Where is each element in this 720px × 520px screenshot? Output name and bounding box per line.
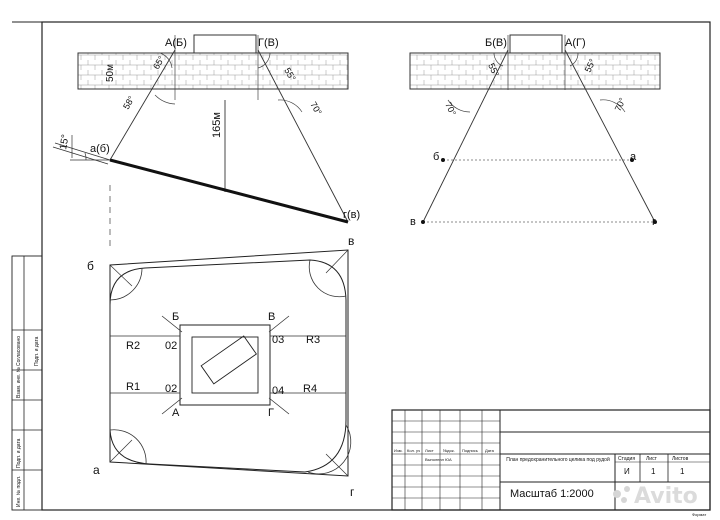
- plan-outline: [109, 249, 349, 477]
- pt-label-v: в: [410, 216, 416, 228]
- tb-h-date: Дата: [485, 448, 495, 453]
- plan-label-V: В: [268, 311, 275, 323]
- sheet-frame: [41, 21, 711, 511]
- slope-line-left: [109, 49, 176, 161]
- angle-label-right-lower: 70°: [308, 100, 324, 117]
- plan-corner-v: в: [348, 234, 354, 248]
- tb-stage: И: [624, 467, 630, 476]
- stamp-agreed: Согласовано: [16, 336, 22, 366]
- plan-corner-b: б: [87, 259, 94, 273]
- pillar-boundary: [109, 259, 347, 473]
- title-block: Изм. Кол. уч Лист №док. Подпись Дата Вып…: [391, 409, 711, 517]
- tb-h-kol: Кол. уч: [407, 448, 420, 453]
- plan-view: б в а г Б В А Г R2 R1 R3 R4 02 02 03 04: [87, 234, 355, 499]
- slope-line-r-right: [564, 49, 656, 223]
- tb-title: План предохранительного целика под рудой: [506, 457, 610, 463]
- tb-title-wrap: План предохранительного целика под рудой: [506, 457, 610, 463]
- center-o4: 04: [272, 385, 284, 397]
- tb-h-sign: Подпись: [462, 448, 478, 453]
- corner-label-ab: А(Б): [165, 37, 187, 49]
- plan-label-B: Б: [172, 311, 179, 323]
- angle-r-right-lower: 70°: [613, 96, 628, 113]
- tb-scale: Масштаб 1:2000: [510, 488, 594, 500]
- stamp-sign-1: Подп. и дата: [16, 438, 22, 468]
- block-marker: [193, 34, 257, 54]
- watermark: Avito: [613, 484, 698, 509]
- pt-label-g: г: [652, 216, 656, 228]
- tb-format: Формат: [692, 512, 706, 517]
- watermark-text: Avito: [634, 484, 698, 509]
- section-right: Б(В) А(Г) 55° 70° 55° 70° б а в г: [409, 34, 661, 228]
- slope-line-right: [257, 49, 349, 223]
- center-o2-bottom: 02: [165, 383, 177, 395]
- block-marker-right: [509, 34, 563, 54]
- tb-h-list: Лист: [425, 448, 434, 453]
- tb-h-izm: Изм.: [394, 448, 403, 453]
- shaft-block: [179, 324, 271, 406]
- angle-r-left-lower: 70°: [443, 101, 458, 118]
- tb-sheet: 1: [651, 467, 656, 476]
- center-o2-top: 02: [165, 340, 177, 352]
- radius-R2: R2: [126, 340, 140, 352]
- point-label-gv: г(в): [343, 209, 360, 221]
- dip-label: 15°: [58, 134, 71, 151]
- center-o3: 03: [272, 334, 284, 346]
- radius-R1: R1: [126, 381, 140, 393]
- depth-label: 165м: [211, 112, 223, 138]
- radius-R3: R3: [306, 334, 320, 346]
- slope-line-r-left: [422, 49, 509, 223]
- stamp-sign-2: Подп. и дата: [34, 336, 40, 366]
- plan-label-G: Г: [268, 407, 274, 419]
- ore-band-right: [409, 52, 661, 90]
- tb-sheet-h: Лист: [646, 456, 658, 462]
- section-left: 50м А(Б) Г(В) 65° 58° 55° 70° 165м 15° а…: [52, 34, 360, 250]
- tb-h-doc: №док.: [443, 448, 455, 453]
- side-stamp: Согласовано Взам. инв. № Подп. и дата Ин…: [11, 255, 43, 511]
- tb-sheets: 1: [680, 467, 685, 476]
- corner-label-ag: А(Г): [565, 37, 586, 49]
- radius-R4: R4: [303, 383, 317, 395]
- ore-band: [77, 52, 349, 90]
- tb-role: Выполнил ЮА: [425, 457, 452, 462]
- point-label-ab: а(б): [90, 143, 110, 155]
- stamp-replace: Взам. инв. №: [16, 367, 22, 398]
- corner-label-gv: Г(В): [258, 37, 279, 49]
- plan-label-A: А: [172, 407, 180, 419]
- angle-label-left-lower: 58°: [121, 94, 137, 111]
- stamp-inv: Инв. № подл.: [16, 476, 22, 507]
- ore-body-line: [109, 158, 349, 224]
- shaft-rotated: [200, 335, 258, 385]
- shaft-inner: [191, 336, 259, 394]
- pt-label-b: б: [433, 151, 439, 163]
- thickness-label: 50м: [105, 64, 116, 82]
- plan-corner-a: а: [93, 463, 100, 477]
- tb-stage-h: Стадия: [618, 456, 635, 462]
- corner-label-bv: Б(В): [485, 37, 507, 49]
- tb-sheets-h: Листов: [672, 456, 689, 462]
- plan-corner-g: г: [350, 485, 355, 499]
- pt-label-a: а: [630, 151, 637, 163]
